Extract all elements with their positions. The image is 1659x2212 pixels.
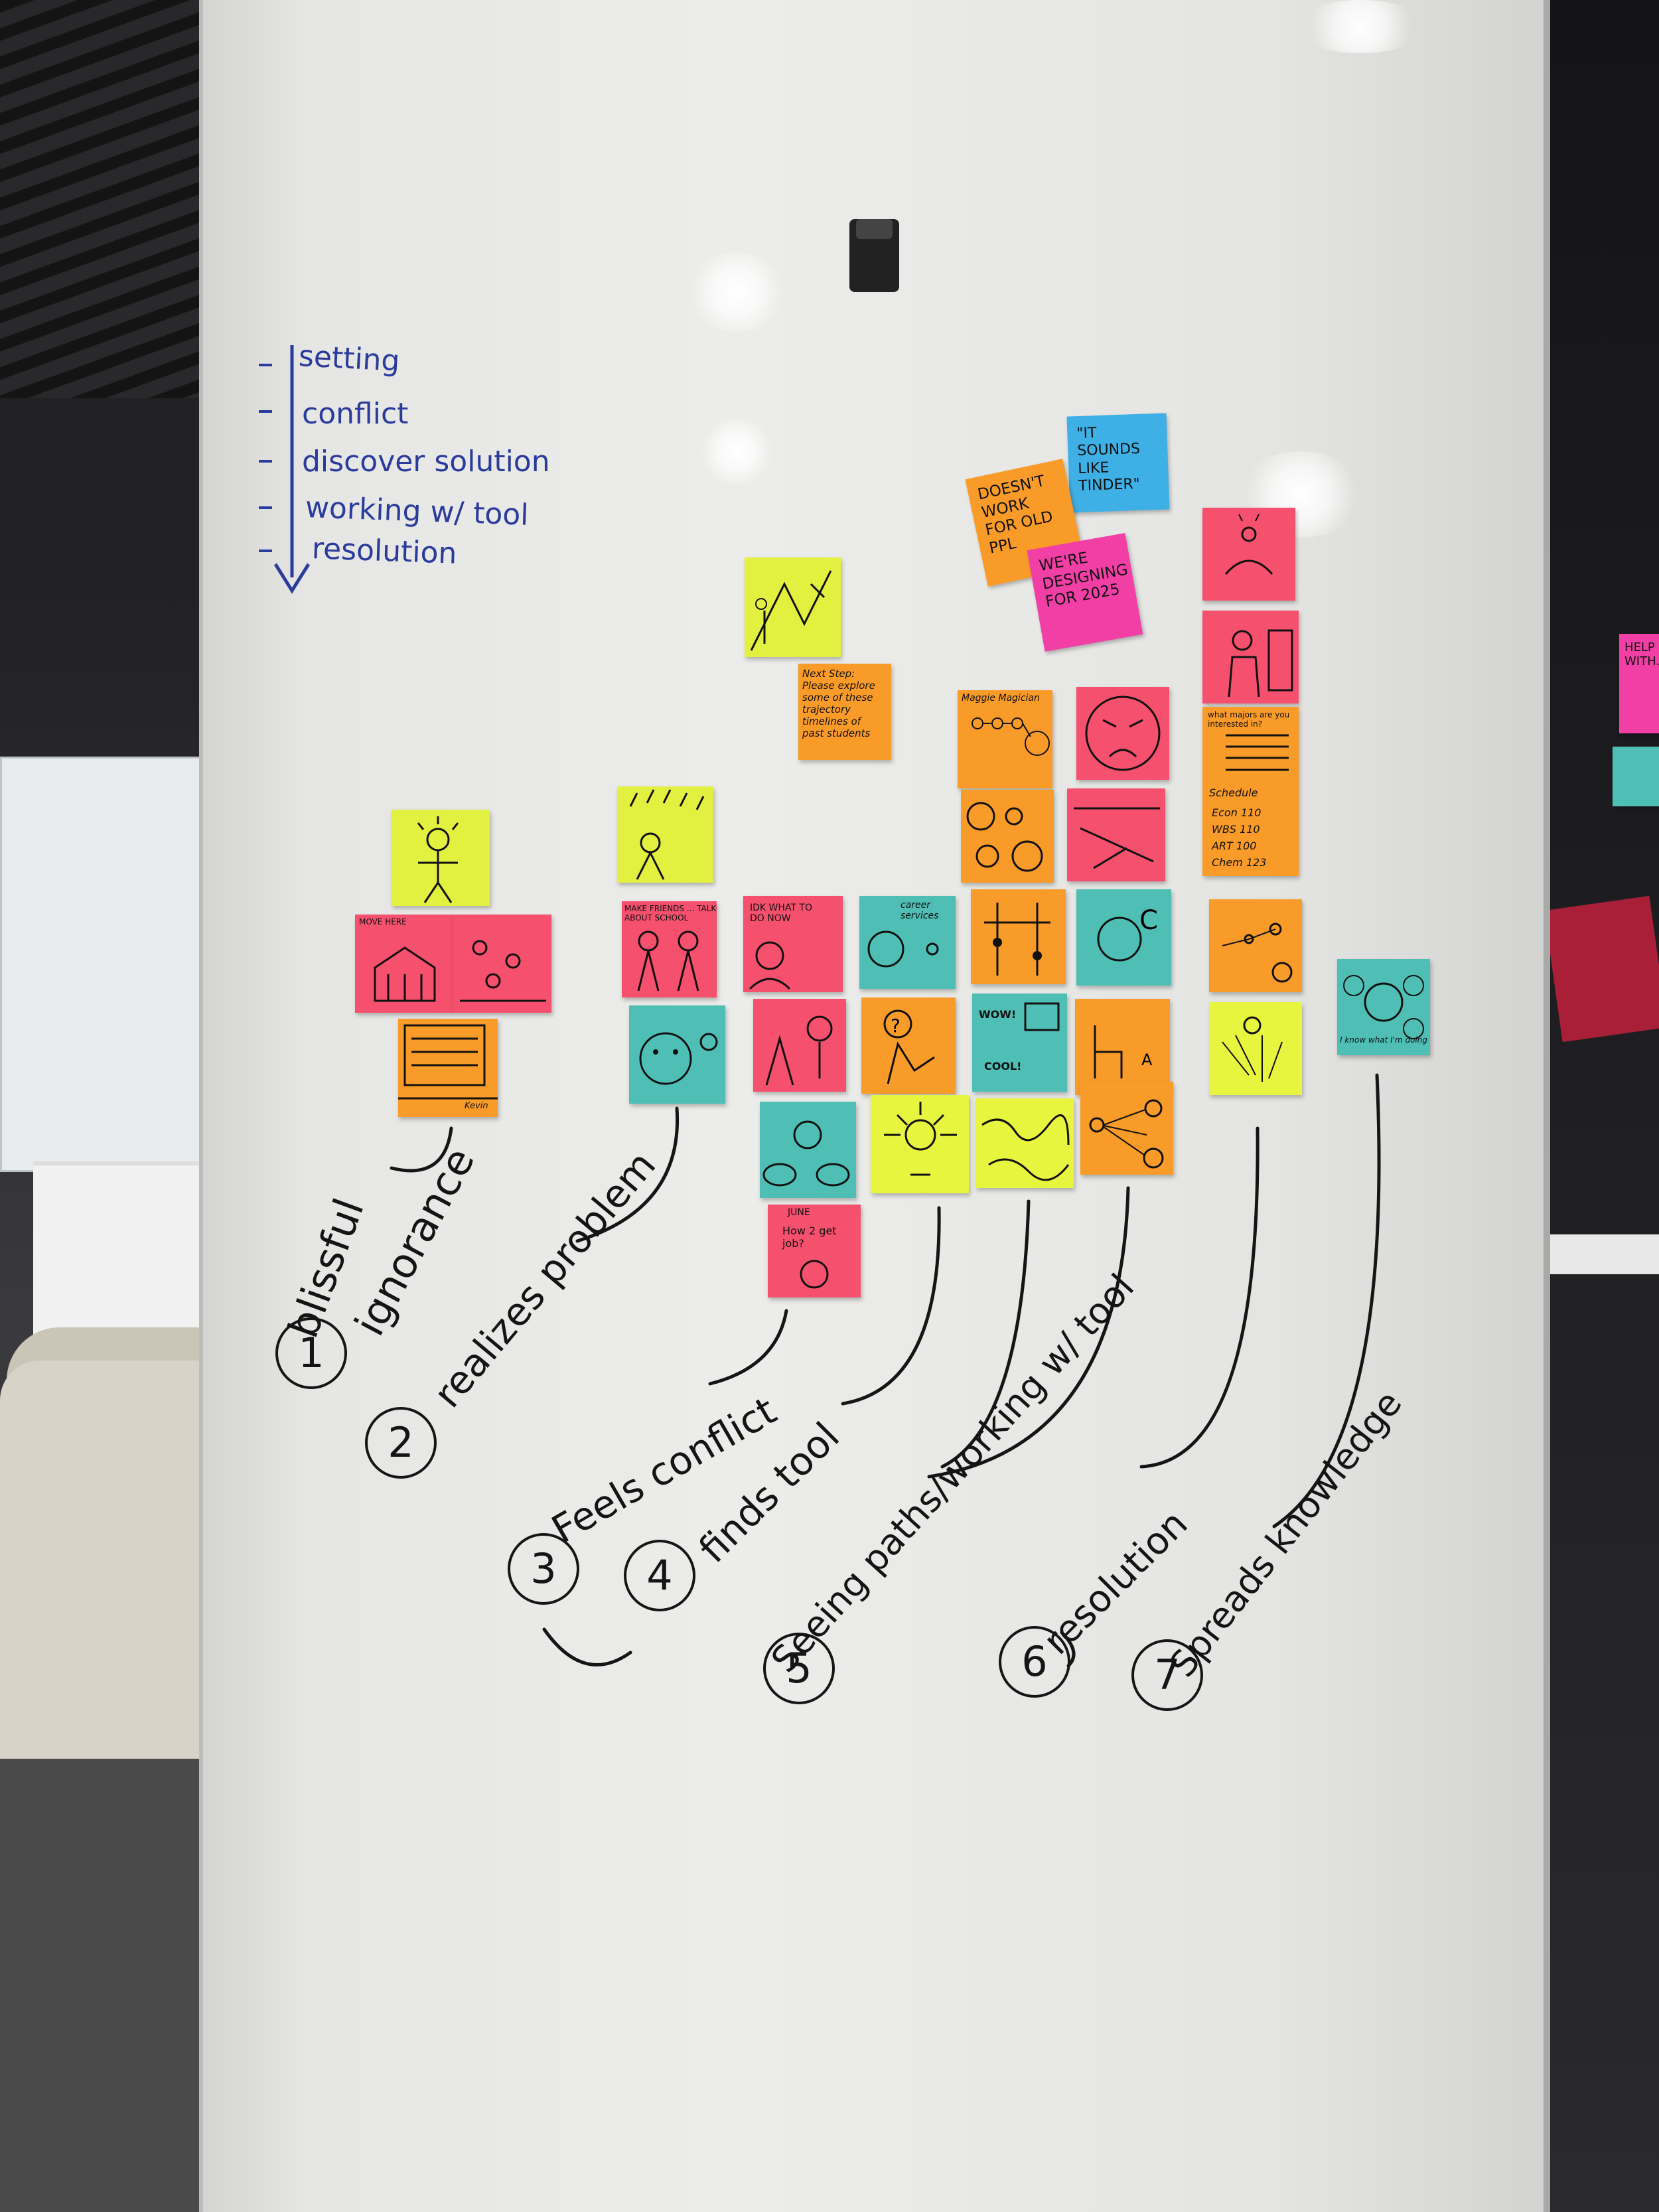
light-glare xyxy=(684,252,790,332)
sticky-note-how-get-job: June How 2 get job? xyxy=(768,1205,861,1297)
stage-number-7: 7 xyxy=(1131,1639,1203,1711)
sticky-note-abc-choice: A xyxy=(1075,999,1170,1095)
stage-number-1: 1 xyxy=(275,1317,347,1389)
sticky-note-schedule: what majors are you interested in? Sched… xyxy=(1202,707,1299,876)
note-text: Maggie Magician xyxy=(962,693,1040,703)
sticky-note-move-here: MOVE HERE xyxy=(355,915,453,1013)
stage-number-4: 4 xyxy=(624,1540,695,1611)
sticky-note-face-thinking: C xyxy=(1076,889,1171,986)
note-text: How 2 get job? xyxy=(782,1224,837,1250)
sticky-note-make-friends: MAKE FRIENDS ... TALK ABOUT SCHOOL xyxy=(622,901,717,997)
note-text: I know what I'm doing xyxy=(1340,1035,1428,1045)
glass-whiteboard-wall xyxy=(0,757,230,1172)
sticky-note-next-step: Next Step: Please explore some of these … xyxy=(798,664,891,760)
stage-number-6: 6 xyxy=(999,1626,1070,1698)
sticky-note-partial-teal xyxy=(1613,747,1659,806)
outline-item-discover-solution: discover solution xyxy=(302,445,550,479)
svg-text:C: C xyxy=(1139,905,1158,936)
desk xyxy=(1536,1234,1659,1274)
sticky-note-what-do-i-do xyxy=(753,999,846,1092)
ceiling-slats xyxy=(0,0,199,398)
note-text: June xyxy=(788,1207,810,1218)
sticky-note-hiking-drawing xyxy=(745,557,841,657)
note-text: WOW! xyxy=(979,1008,1017,1021)
note-question: what majors are you interested in? xyxy=(1208,710,1290,729)
sticky-note-classroom xyxy=(453,915,551,1013)
sticky-note-room-drawing xyxy=(1067,788,1165,881)
note-text: HELP WITH... xyxy=(1624,640,1659,668)
note-text: IDK what to do now xyxy=(750,903,812,924)
sticky-note-network xyxy=(1080,1082,1173,1175)
sticky-note-i-know: I know what I'm doing xyxy=(1337,959,1430,1055)
schedule-row: WBS 110 xyxy=(1212,823,1260,836)
outline-bracket-arrow xyxy=(259,345,311,594)
sticky-note-partial-pink: HELP WITH... xyxy=(1619,634,1659,733)
sticky-note-group-chat xyxy=(760,1102,856,1198)
light-glare xyxy=(697,418,776,484)
note-text: MOVE HERE xyxy=(359,917,407,926)
sticky-note-kevin-laptop: Kevin xyxy=(398,1019,498,1117)
stage-number-5: 5 xyxy=(763,1633,835,1704)
note-text: MAKE FRIENDS ... TALK ABOUT SCHOOL xyxy=(624,904,717,922)
sticky-note-stick-figure xyxy=(392,810,490,906)
sticky-note-timeline xyxy=(971,889,1066,984)
sticky-note-career-services: career services xyxy=(859,896,956,989)
sticky-note-sad-face xyxy=(1202,508,1295,601)
sticky-note-lightbulb xyxy=(871,1095,969,1193)
schedule-row: Chem 123 xyxy=(1212,856,1267,869)
sticky-note-wow: WOW! COOL! xyxy=(972,994,1067,1092)
sticky-note-shining-person xyxy=(1209,1002,1302,1095)
sticky-note-person-drawing xyxy=(1202,611,1299,703)
sticky-note-angry-face xyxy=(1076,687,1169,780)
stage-number-2: 2 xyxy=(365,1407,437,1479)
sticky-note-idk-what-to-do: IDK what to do now xyxy=(743,896,843,992)
sticky-note-map xyxy=(975,1098,1074,1188)
sticky-note-confused-face xyxy=(629,1005,725,1104)
note-text: Kevin xyxy=(465,1101,488,1111)
sticky-note-paths-diagram xyxy=(1209,899,1302,992)
sticky-note-maggie-magician: Maggie Magician xyxy=(958,690,1052,788)
sticky-note-circles xyxy=(961,790,1054,883)
room-background-right xyxy=(1536,0,1659,2212)
svg-text:?: ? xyxy=(891,1015,901,1037)
sticky-note-question-person: ? xyxy=(861,997,956,1094)
note-text: Next Step: Please explore some of these … xyxy=(802,668,875,739)
sticky-note-crowd-cheering xyxy=(617,786,713,883)
outline-item-conflict: conflict xyxy=(302,397,409,431)
note-text: career services xyxy=(901,900,939,921)
schedule-title: Schedule xyxy=(1209,786,1258,799)
stage-number-3: 3 xyxy=(508,1533,579,1605)
light-glare xyxy=(1294,0,1427,53)
note-text: COOL! xyxy=(984,1060,1022,1072)
svg-text:A: A xyxy=(1141,1051,1153,1069)
schedule-row: ART 100 xyxy=(1212,840,1257,852)
schedule-row: Econ 110 xyxy=(1212,806,1262,819)
wall-sensor-top xyxy=(856,219,893,239)
